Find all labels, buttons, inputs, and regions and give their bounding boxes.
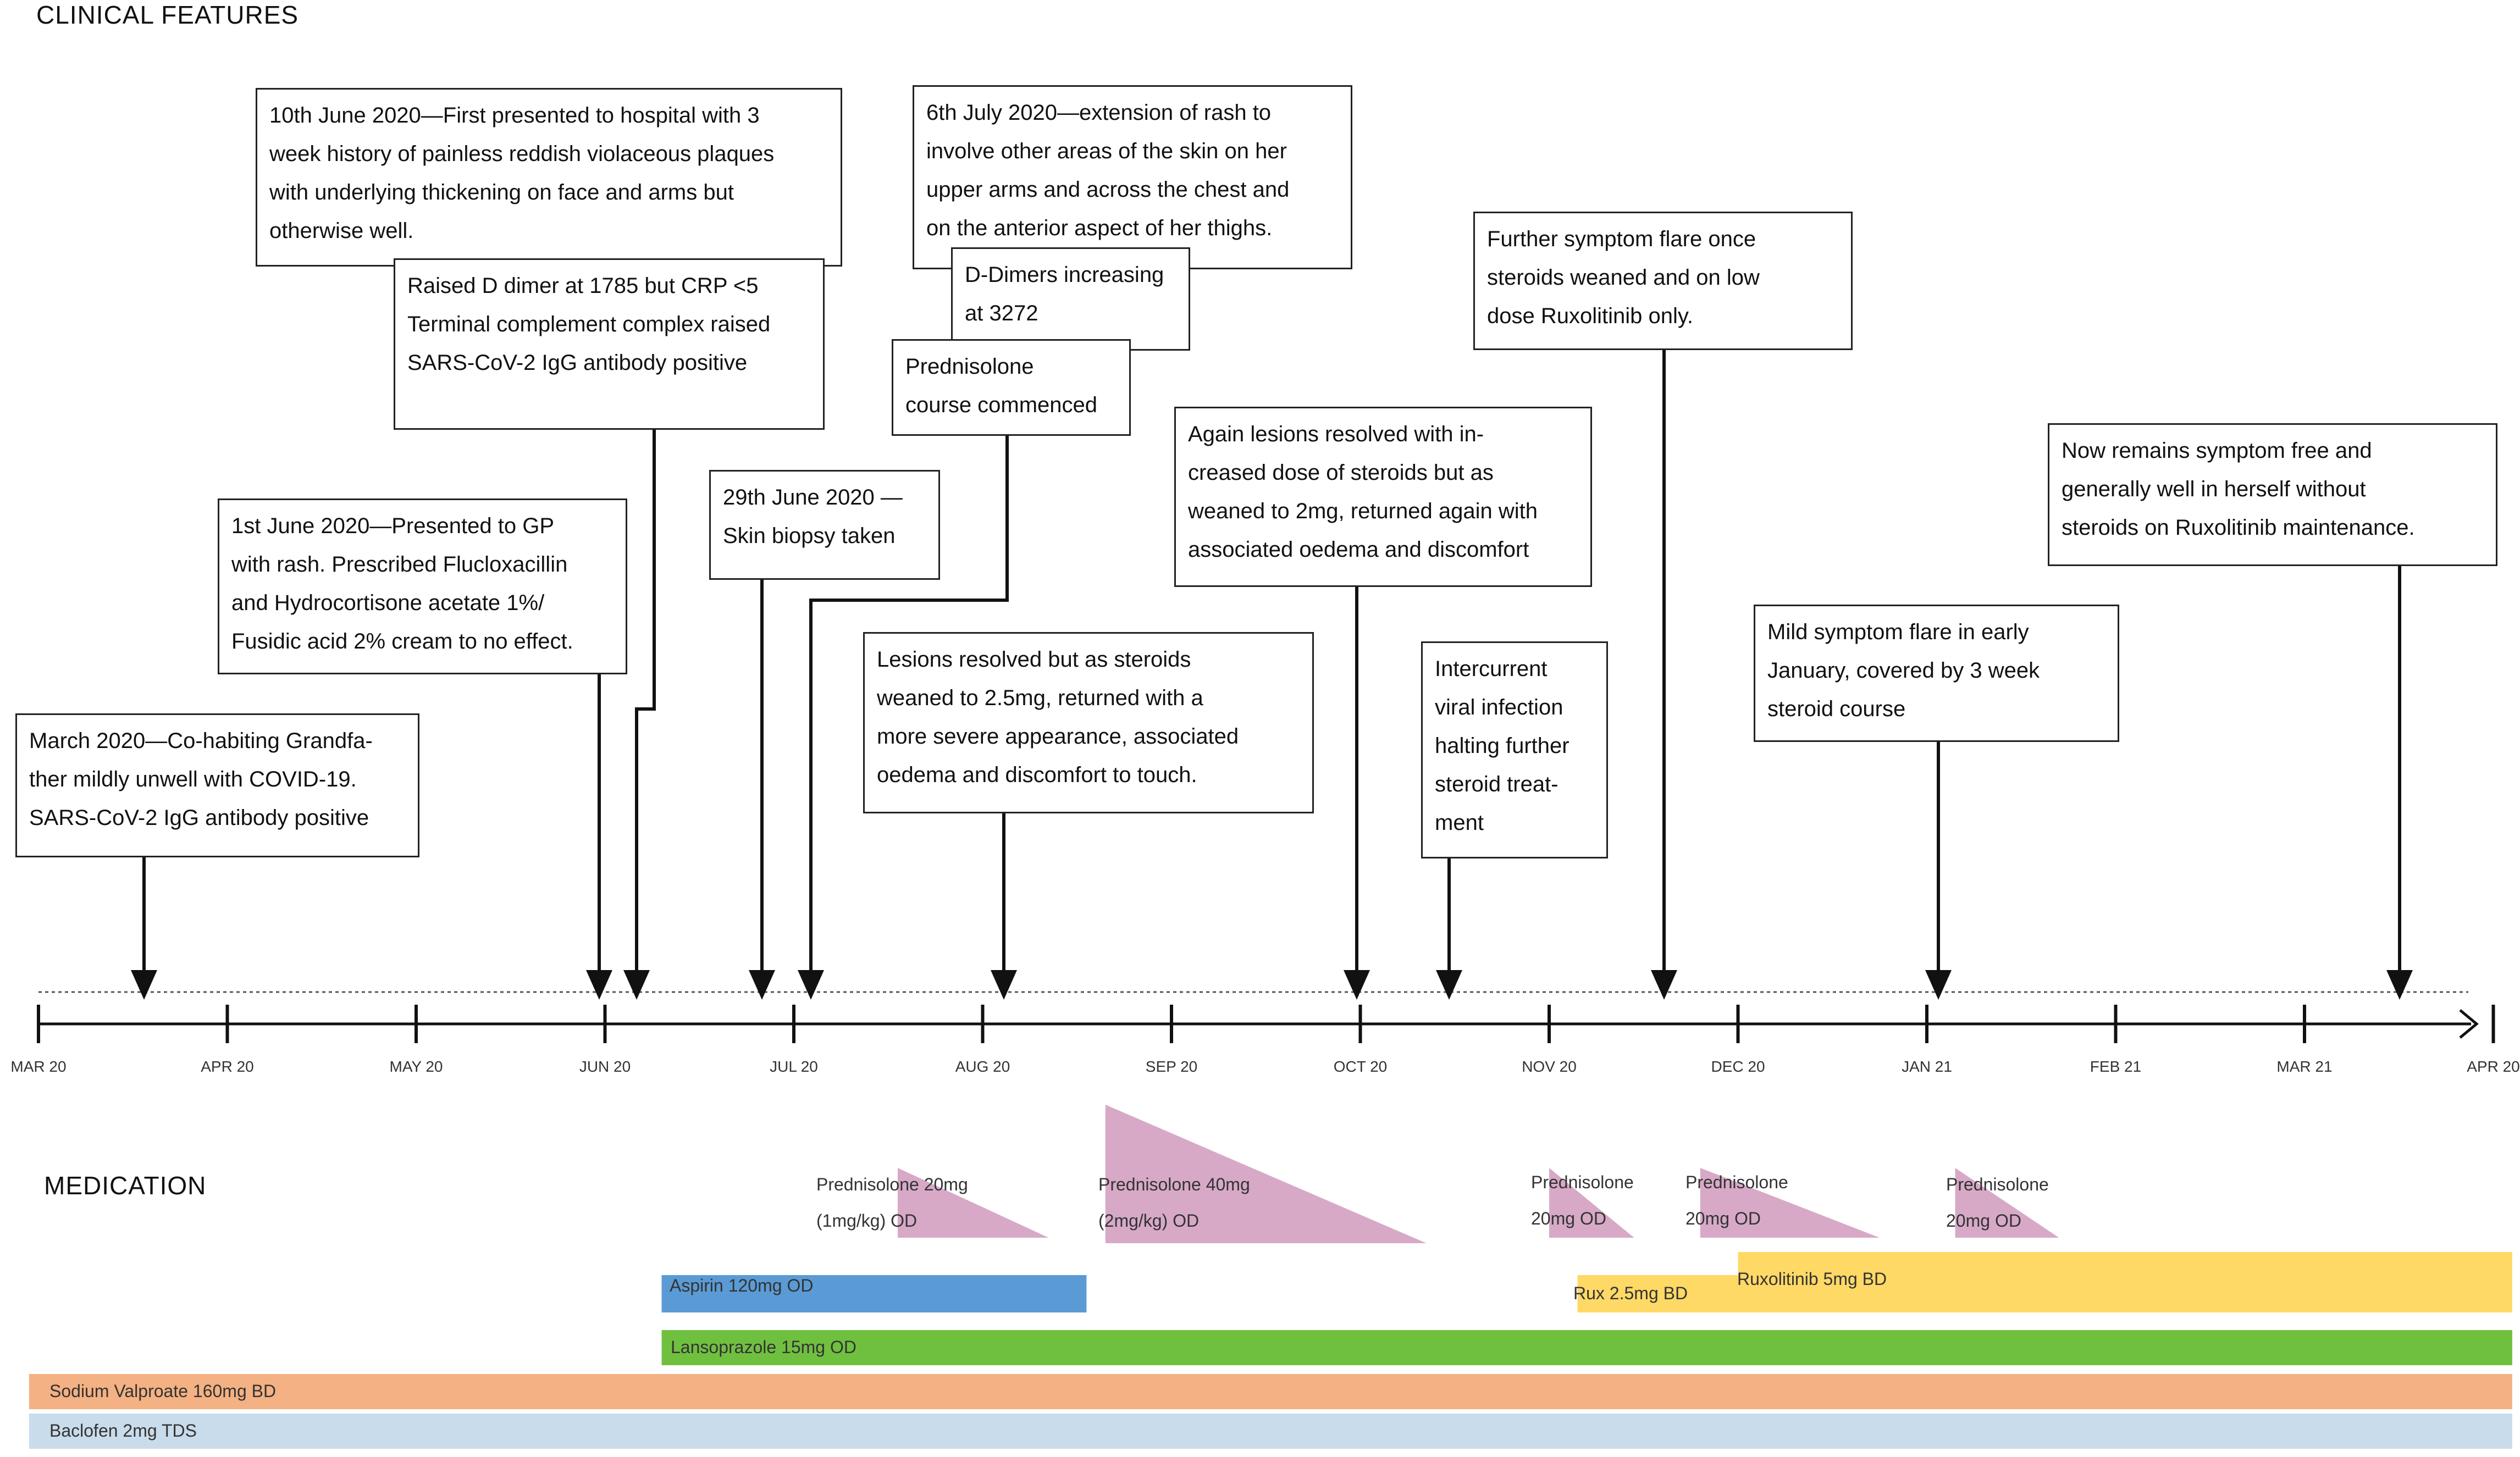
prednisolone-triangle <box>1105 1105 1427 1243</box>
event-box-rash-extension: 6th July 2020—extension of rash to invol… <box>913 85 1352 269</box>
med-label-baclofen: Baclofen 2mg TDS <box>49 1421 197 1441</box>
event-box-lesions-returned: Again lesions resolved with in- creased … <box>1174 407 1592 587</box>
med-label-prednisolone-20mg-4: Prednisolone 20mg OD <box>1946 1175 2049 1231</box>
medication-bar <box>1577 1275 1738 1312</box>
med-label-prednisolone-20mg-3: Prednisolone 20mg OD <box>1685 1172 1788 1228</box>
connector-arrow <box>798 436 1009 1000</box>
tick-label: APR 20 <box>201 1058 254 1075</box>
tick-label: MAR 20 <box>10 1058 67 1075</box>
medication-bar <box>661 1275 1087 1312</box>
event-box-prednisolone-commenced: Prednisolone course commenced <box>892 339 1131 436</box>
event-box-march-2020: March 2020—Co-habiting Grandfa- ther mil… <box>15 713 419 857</box>
tick-label: MAR 21 <box>2276 1058 2333 1075</box>
connector-group <box>131 350 2413 1000</box>
tick-label: JUN 20 <box>579 1058 631 1075</box>
tick-label: JUL 20 <box>770 1058 818 1075</box>
med-label-ruxolitinib-5mg: Ruxolitinib 5mg BD <box>1737 1269 1887 1289</box>
event-box-viral-infection: Intercurrent viral infection halting fur… <box>1421 641 1608 858</box>
prednisolone-triangle <box>1955 1168 2059 1238</box>
tick-group <box>37 1005 2495 1043</box>
med-label-aspirin: Aspirin 120mg OD <box>670 1276 814 1295</box>
tick-label: AUG 20 <box>955 1058 1010 1075</box>
prednisolone-triangle <box>1700 1168 1880 1238</box>
med-label-lansoprazole: Lansoprazole 15mg OD <box>671 1337 856 1357</box>
event-box-lab-results: Raised D dimer at 1785 but CRP <5 Termin… <box>394 258 825 430</box>
med-label-prednisolone-40mg: Prednisolone 40mg (2mg/kg) OD <box>1098 1175 1250 1231</box>
event-box-symptom-free: Now remains symptom free and generally w… <box>2048 423 2497 566</box>
med-label-sodium-valproate: Sodium Valproate 160mg BD <box>49 1381 277 1401</box>
tick-label: DEC 20 <box>1711 1058 1765 1075</box>
event-box-january-flare: Mild symptom flare in early January, cov… <box>1754 605 2119 742</box>
medication-bar <box>1738 1252 2512 1312</box>
event-box-lesions-resolved: Lesions resolved but as steroids weaned … <box>863 632 1314 813</box>
event-box-hospital-presentation: 10th June 2020—First presented to hospit… <box>256 88 842 267</box>
med-label-rux-2-5mg: Rux 2.5mg BD <box>1573 1283 1688 1303</box>
event-box-gp-visit: 1st June 2020—Presented to GP with rash.… <box>218 498 627 674</box>
event-box-skin-biopsy: 29th June 2020 — Skin biopsy taken <box>709 470 940 580</box>
medication-title: MEDICATION <box>44 1171 207 1200</box>
medication-bar <box>29 1374 2512 1409</box>
medication-bar <box>661 1330 2512 1365</box>
axis-arrow-icon <box>2459 1009 2479 1039</box>
tick-label: FEB 21 <box>2090 1058 2142 1075</box>
tick-label: JAN 21 <box>1902 1058 1952 1075</box>
event-box-symptom-flare: Further symptom flare once steroids wean… <box>1473 212 1853 350</box>
med-label-prednisolone-20mg-1: Prednisolone 20mg (1mg/kg) OD <box>816 1175 968 1231</box>
prednisolone-triangle <box>897 1168 1049 1238</box>
connector-arrow <box>623 430 656 1000</box>
medication-bar <box>29 1414 2512 1449</box>
prednisolone-triangle <box>1549 1168 1634 1238</box>
tick-label: APR 20 <box>2467 1058 2520 1075</box>
tick-label: NOV 20 <box>1522 1058 1577 1075</box>
tick-label: MAY 20 <box>389 1058 443 1075</box>
med-label-prednisolone-20mg-2: Prednisolone 20mg OD <box>1531 1172 1634 1228</box>
tick-label: SEP 20 <box>1145 1058 1198 1075</box>
event-box-d-dimers: D-Dimers increasing at 3272 <box>951 247 1190 351</box>
medication-shape-group <box>29 1105 2512 1449</box>
clinical-features-title: CLINICAL FEATURES <box>36 1 299 29</box>
tick-label: OCT 20 <box>1333 1058 1388 1075</box>
